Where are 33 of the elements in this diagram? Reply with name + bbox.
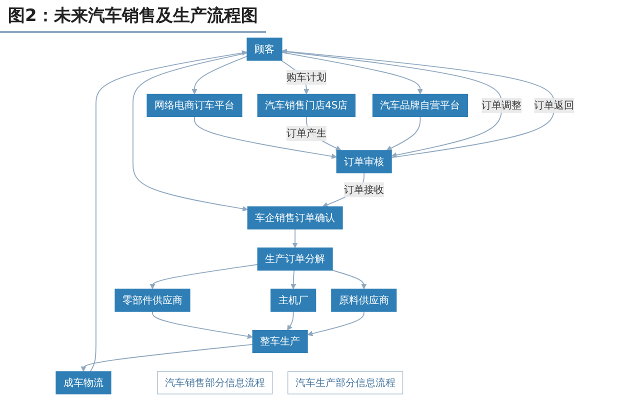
node-box: 成车物流	[56, 371, 112, 394]
arrow	[386, 116, 421, 151]
arrow	[132, 52, 248, 212]
arrow	[194, 116, 337, 159]
arrow	[90, 50, 248, 372]
node-box: 汽车生产部分信息流程	[287, 371, 403, 394]
edge-label: 购车计划	[286, 71, 326, 83]
edge-label: 订单返回	[534, 99, 574, 112]
node-box: 汽车销售门店4S店	[257, 94, 356, 117]
node-box: 原料供应商	[331, 288, 397, 312]
node-box: 主机厂	[270, 288, 316, 312]
arrow	[290, 270, 296, 290]
node-box: 零部件供应商	[114, 288, 190, 312]
edge-label: 订单调整	[482, 99, 522, 112]
arrow	[307, 311, 364, 336]
arrow	[150, 264, 258, 290]
node-box: 顾客	[246, 38, 282, 61]
diagram-title: 图2：未来汽车销售及生产流程图	[0, 0, 266, 33]
node-box: 订单审核	[336, 150, 392, 174]
node-box: 整车生产	[252, 330, 308, 354]
arrow	[332, 270, 367, 290]
arrow	[192, 56, 248, 94]
node-box: 车企销售订单确认	[247, 206, 343, 230]
node-box: 网络电商订车平台	[146, 94, 242, 117]
arrow	[292, 228, 298, 248]
edge-label: 订单接收	[344, 184, 384, 196]
node-box: 汽车销售部分信息流程	[156, 371, 272, 394]
arrow	[80, 344, 253, 372]
arrow	[152, 311, 253, 339]
edge-label: 订单产生	[286, 127, 326, 140]
node-box: 汽车品牌自营平台	[372, 94, 468, 117]
node-box: 生产订单分解	[257, 248, 333, 271]
arrow	[286, 311, 294, 331]
